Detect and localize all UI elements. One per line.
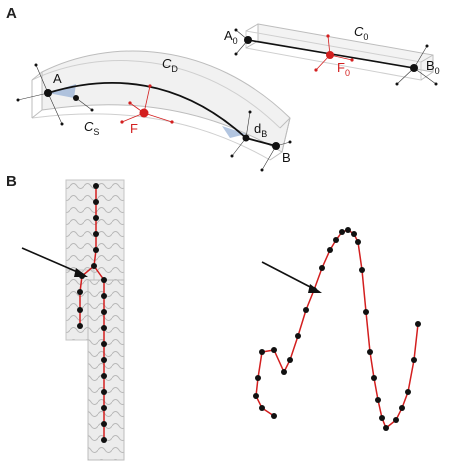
node-a (44, 89, 52, 97)
stent-graft-render (65, 179, 125, 461)
bifurcation-arrow (21, 247, 88, 277)
label-b0: B0 (426, 58, 440, 76)
stent-limb-right (87, 279, 125, 461)
curved-centerline (47, 81, 277, 147)
node-db (242, 134, 250, 142)
panel-b-label: B (6, 173, 17, 190)
force-f0-marker (314, 34, 354, 72)
label-cs: CS (84, 119, 99, 137)
label-cd: CD (162, 56, 178, 74)
force-f-marker (120, 84, 174, 124)
label-f: F (130, 121, 138, 136)
node-a-inner (73, 95, 79, 101)
label-f0: F0 (337, 60, 350, 78)
label-a0: A0 (224, 28, 238, 46)
label-a: A (53, 71, 62, 86)
node-a0 (244, 36, 252, 44)
label-c0: C0 (354, 24, 368, 42)
wire-arrow (261, 261, 322, 293)
label-db: dB (254, 121, 267, 139)
panel-a-label: A (6, 5, 17, 22)
label-b: B (282, 150, 291, 165)
stent-centerline-model (77, 183, 107, 443)
node-b0 (410, 64, 418, 72)
straight-beam (234, 23, 438, 86)
node-b (272, 142, 280, 150)
wire-zigzag-model (253, 227, 421, 431)
curved-beam (16, 50, 292, 172)
